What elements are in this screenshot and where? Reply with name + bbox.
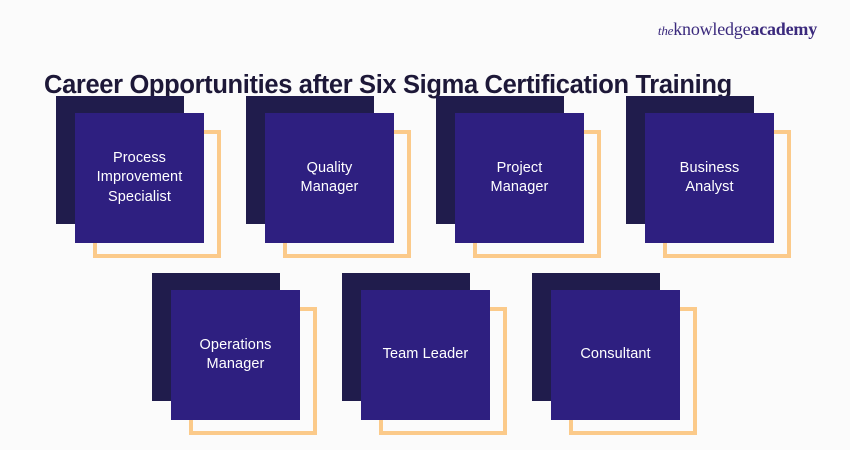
card-main-layer: Consultant	[551, 290, 680, 420]
card-label: Team Leader	[382, 346, 469, 363]
career-card[interactable]: Process Improvement Specialist	[56, 96, 239, 263]
page-title: Career Opportunities after Six Sigma Cer…	[44, 71, 732, 100]
logo-text-academy: academy	[750, 19, 817, 39]
card-label: Process Improvement Specialist	[96, 150, 183, 205]
career-card[interactable]: Business Analyst	[626, 96, 809, 263]
logo-text-knowledge: knowledge	[673, 19, 751, 39]
card-main-layer: Process Improvement Specialist	[75, 113, 204, 243]
career-card[interactable]: Project Manager	[436, 96, 619, 263]
career-card[interactable]: Quality Manager	[246, 96, 429, 263]
card-main-layer: Project Manager	[455, 113, 584, 243]
card-main-layer: Operations Manager	[171, 290, 300, 420]
brand-logo: theknowledgeacademy	[658, 20, 817, 39]
card-label: Quality Manager	[300, 159, 359, 195]
career-card[interactable]: Consultant	[532, 273, 715, 440]
card-label: Project Manager	[490, 159, 549, 195]
card-label: Operations Manager	[199, 336, 272, 372]
card-label: Business Analyst	[679, 159, 740, 195]
card-main-layer: Team Leader	[361, 290, 490, 420]
logo-text-the: the	[657, 23, 674, 38]
card-label: Consultant	[580, 346, 651, 363]
career-card[interactable]: Operations Manager	[152, 273, 335, 440]
career-card[interactable]: Team Leader	[342, 273, 525, 440]
card-main-layer: Quality Manager	[265, 113, 394, 243]
card-main-layer: Business Analyst	[645, 113, 774, 243]
